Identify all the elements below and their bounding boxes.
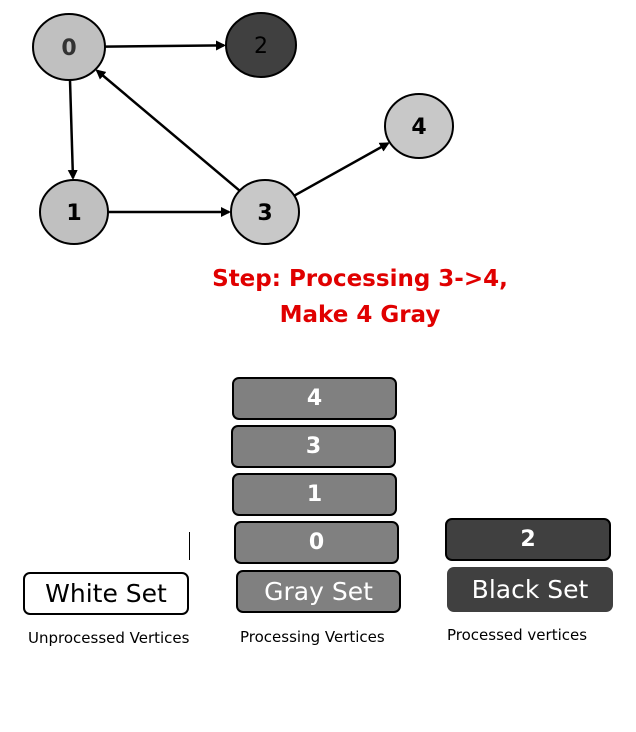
gray-set-item-0: 0 <box>234 521 399 564</box>
edge-3-to-0 <box>95 69 241 192</box>
edge-0-to-1 <box>67 79 78 181</box>
black-set-caption: Processed vertices <box>447 626 588 644</box>
white-set-caption: Unprocessed Vertices <box>28 629 190 647</box>
node-label-3: 3 <box>257 201 272 226</box>
black-set-item-2: 2 <box>445 518 611 561</box>
step-description-line-2: Make 4 Gray <box>279 302 441 328</box>
step-description-line-1: Step: Processing 3->4, <box>212 266 508 292</box>
node-circle-1 <box>39 179 109 245</box>
node-0: 0 <box>32 13 106 81</box>
node-circle-4 <box>384 93 454 159</box>
divider-line <box>189 532 190 560</box>
node-circle-2 <box>225 12 297 78</box>
white-set-box: White Set <box>23 572 189 615</box>
node-4: 4 <box>384 93 454 159</box>
node-circle-3 <box>230 179 300 245</box>
black-set-box: Black Set <box>447 567 613 612</box>
node-2: 2 <box>225 12 297 78</box>
graph-diagram: 0 2 4 1 3 <box>32 12 454 245</box>
edge-3-to-4 <box>293 142 390 197</box>
node-label-4: 4 <box>411 115 426 140</box>
node-label-0: 0 <box>61 36 76 61</box>
node-3: 3 <box>230 179 300 245</box>
node-1: 1 <box>39 179 109 245</box>
gray-set-item-1: 1 <box>232 473 397 516</box>
gray-set-caption: Processing Vertices <box>240 628 385 646</box>
nodes-layer: 0 2 4 1 3 <box>32 12 454 245</box>
gray-set-item-4: 4 <box>232 377 397 420</box>
node-circle-0 <box>32 13 106 81</box>
edge-0-to-2 <box>104 40 227 51</box>
node-label-2: 2 <box>254 34 268 59</box>
gray-set-item-3: 3 <box>231 425 396 468</box>
gray-set-box: Gray Set <box>236 570 401 613</box>
edges-layer <box>67 40 390 217</box>
node-label-1: 1 <box>66 201 81 226</box>
